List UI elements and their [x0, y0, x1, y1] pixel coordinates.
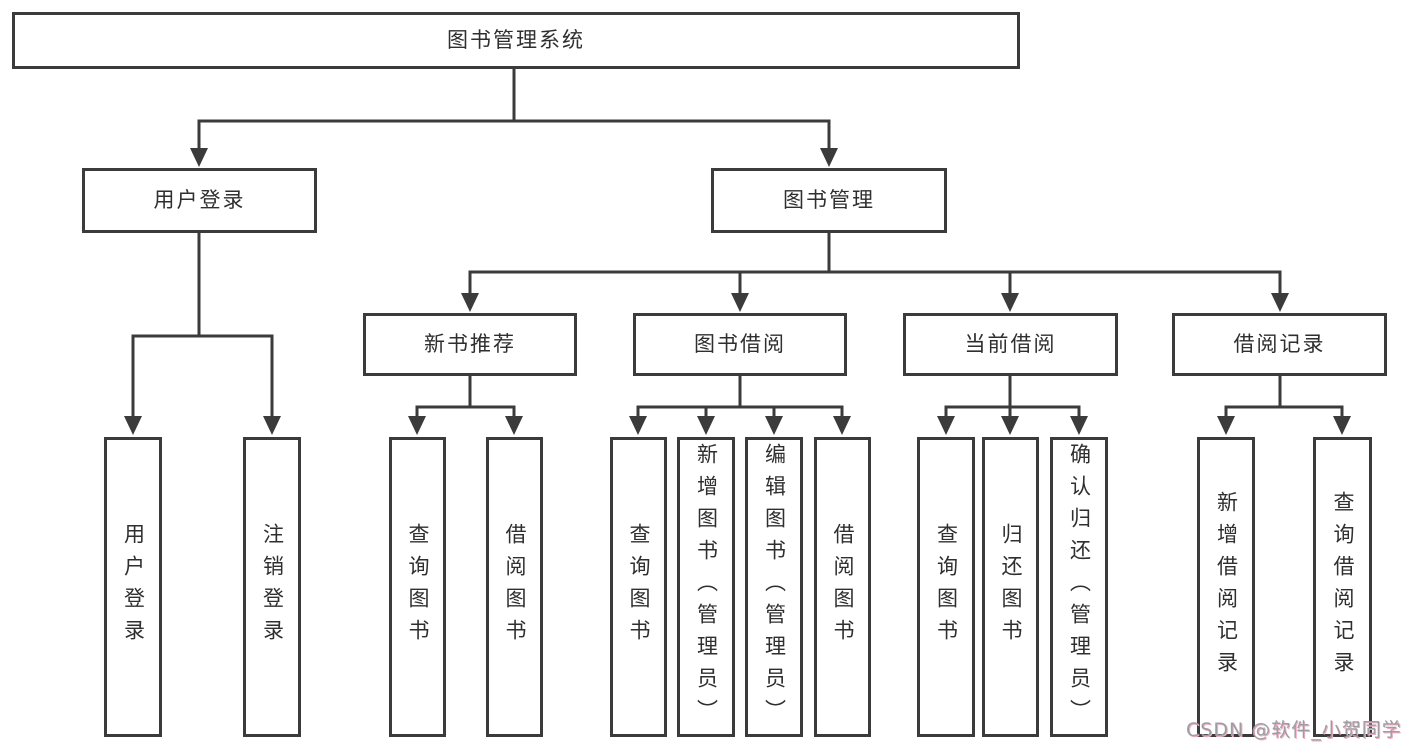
- arrow-down-icon: [937, 416, 955, 435]
- leaf-bb-edit-book-admin: 编辑图书（管理员）: [745, 437, 803, 737]
- arrow-down-icon: [263, 416, 281, 435]
- node-new-book-rec: 新书推荐: [363, 313, 577, 376]
- arrow-down-icon: [833, 416, 851, 435]
- leaf-bb-query-book: 查询图书: [610, 437, 667, 737]
- arrow-down-icon: [697, 416, 715, 435]
- leaf-bb-add-book-admin: 新增图书（管理员）: [677, 437, 735, 737]
- connector-book-borrow-branch: [629, 376, 851, 435]
- arrow-down-icon: [461, 293, 479, 312]
- leaf-user-login-label: 用户登录: [121, 523, 146, 651]
- connector-new-book-branch: [408, 376, 523, 435]
- arrow-down-icon: [1333, 416, 1351, 435]
- connector-root-to-level2: [190, 69, 838, 167]
- csdn-watermark: CSDN @软件_小贺同学: [1186, 719, 1402, 741]
- arrow-down-icon: [408, 416, 426, 435]
- connector-borrow-record-branch: [1217, 376, 1351, 435]
- arrow-down-icon: [124, 416, 142, 435]
- leaf-bb-edit-book-admin-label: 编辑图书（管理员）: [762, 443, 787, 731]
- arrow-down-icon: [765, 416, 783, 435]
- leaf-rec-borrow-book: 借阅图书: [486, 437, 543, 737]
- leaf-user-login: 用户登录: [104, 437, 162, 737]
- leaf-bb-borrow-book: 借阅图书: [814, 437, 871, 737]
- leaf-cb-query-book-label: 查询图书: [934, 523, 959, 651]
- node-borrow-record: 借阅记录: [1172, 313, 1387, 376]
- node-user-login-label: 用户登录: [153, 188, 246, 212]
- node-new-book-rec-label: 新书推荐: [424, 332, 516, 356]
- leaf-cb-confirm-return-admin: 确认归还（管理员）: [1050, 437, 1108, 737]
- leaf-br-add-record: 新增借阅记录: [1197, 437, 1255, 737]
- node-root-label: 图书管理系统: [447, 28, 585, 52]
- node-book-borrow: 图书借阅: [633, 313, 847, 376]
- leaf-logout: 注销登录: [243, 437, 301, 737]
- leaf-br-query-record-label: 查询借阅记录: [1331, 491, 1355, 683]
- leaf-cb-return-book: 归还图书: [982, 437, 1039, 737]
- arrow-down-icon: [1001, 416, 1019, 435]
- node-borrow-record-label: 借阅记录: [1233, 332, 1326, 356]
- leaf-logout-label: 注销登录: [260, 523, 285, 651]
- leaf-rec-query-book: 查询图书: [389, 437, 446, 737]
- leaf-bb-borrow-book-label: 借阅图书: [831, 523, 855, 651]
- node-book-mgmt-label: 图书管理: [783, 188, 875, 212]
- arrow-down-icon: [190, 148, 208, 167]
- node-root: 图书管理系统: [12, 12, 1020, 69]
- arrow-down-icon: [820, 148, 838, 167]
- leaf-rec-query-book-label: 查询图书: [406, 523, 430, 651]
- leaf-bb-query-book-label: 查询图书: [627, 523, 651, 651]
- arrow-down-icon: [1001, 293, 1019, 312]
- arrow-down-icon: [505, 416, 523, 435]
- arrow-down-icon: [629, 416, 647, 435]
- arrow-down-icon: [1271, 293, 1289, 312]
- leaf-cb-return-book-label: 归还图书: [999, 523, 1023, 651]
- leaf-bb-add-book-admin-label: 新增图书（管理员）: [694, 443, 719, 731]
- node-current-borrow-label: 当前借阅: [964, 332, 1057, 356]
- node-user-login: 用户登录: [82, 168, 317, 233]
- leaf-cb-query-book: 查询图书: [917, 437, 975, 737]
- connector-current-borrow-branch: [937, 376, 1088, 435]
- leaf-rec-borrow-book-label: 借阅图书: [503, 523, 527, 651]
- leaf-br-add-record-label: 新增借阅记录: [1214, 491, 1239, 683]
- arrow-down-icon: [1217, 416, 1235, 435]
- arrow-down-icon: [1070, 416, 1088, 435]
- connector-user-login-branch: [124, 233, 281, 435]
- node-book-borrow-label: 图书借阅: [694, 332, 786, 356]
- node-book-mgmt: 图书管理: [711, 168, 947, 233]
- node-current-borrow: 当前借阅: [903, 313, 1118, 376]
- leaf-br-query-record: 查询借阅记录: [1313, 437, 1372, 737]
- connector-book-mgmt-to-level3: [461, 233, 1289, 312]
- arrow-down-icon: [731, 293, 749, 312]
- leaf-cb-confirm-return-admin-label: 确认归还（管理员）: [1067, 443, 1092, 731]
